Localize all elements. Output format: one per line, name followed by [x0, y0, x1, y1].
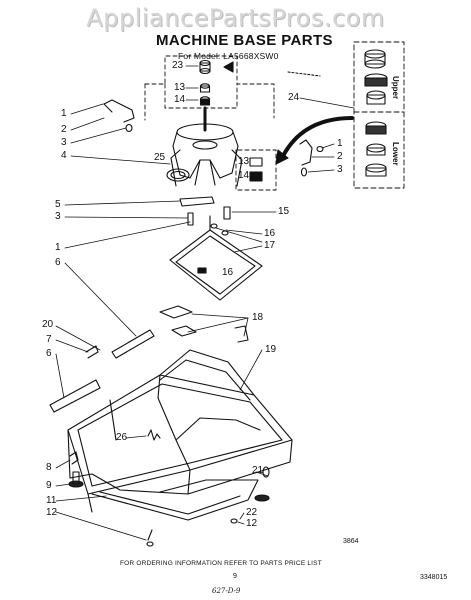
- callout-17: 17: [264, 240, 276, 251]
- seal-ring-part: [166, 168, 190, 182]
- callout-16-a: 16: [264, 228, 276, 239]
- strap-part: [179, 196, 231, 226]
- diagram-title: MACHINE BASE PARTS: [156, 32, 333, 49]
- callout-23: 23: [172, 60, 184, 71]
- left-bracket-part: [103, 99, 135, 133]
- catalog-part-number: 3348015: [420, 574, 448, 581]
- callout-24: 24: [288, 92, 300, 103]
- callout-3-b: 3: [337, 164, 343, 175]
- ordering-footer: FOR ORDERING INFORMATION REFER TO PARTS …: [120, 560, 322, 567]
- seal-inset-box: [235, 149, 277, 191]
- base-strap-upper: [49, 329, 155, 413]
- callout-19: 19: [265, 344, 277, 355]
- kit-pointer-arrow: [275, 116, 354, 165]
- callout-16-b: 16: [222, 267, 234, 278]
- callout-2-a: 2: [61, 124, 67, 135]
- callout-18: 18: [252, 312, 264, 323]
- callout-6-a: 6: [55, 257, 61, 268]
- callout-3-a: 3: [61, 137, 67, 148]
- leveling-leg-part: [68, 451, 270, 502]
- direction-arrow: [223, 61, 321, 77]
- kit-upper-label: Upper: [391, 76, 400, 100]
- base-frame-part: [67, 349, 293, 513]
- seal-kit-box: [353, 41, 405, 189]
- callout-21: 21: [252, 465, 264, 476]
- callout-3-c: 3: [55, 211, 61, 222]
- leader-lines: [55, 65, 355, 541]
- page-number: 9: [233, 573, 237, 580]
- callout-14-upper: 14: [174, 94, 186, 105]
- callout-2-b: 2: [337, 151, 343, 162]
- callout-7: 7: [46, 334, 52, 345]
- callout-1-c: 1: [55, 242, 61, 253]
- callout-14-lower: 14: [238, 170, 250, 181]
- clip-part-26: [147, 429, 161, 441]
- callout-25: 25: [154, 152, 166, 163]
- hub-inset-box: [144, 55, 275, 121]
- callout-12-b: 12: [246, 518, 258, 529]
- pump-bracket-part: [169, 215, 263, 301]
- nut-stack-part: [199, 59, 211, 106]
- callout-1-a: 1: [61, 108, 67, 119]
- callout-4: 4: [61, 150, 67, 161]
- right-bracket-part: [299, 139, 324, 177]
- callout-11: 11: [46, 495, 57, 506]
- callout-9: 9: [46, 480, 52, 491]
- diagram-code: 3864: [343, 538, 359, 545]
- bottom-panel-part: [91, 466, 270, 547]
- upper-crossbar-part: [159, 305, 249, 343]
- watermark: AppliancePartsPros.com: [86, 4, 385, 32]
- callout-15: 15: [278, 206, 290, 217]
- diagram-subtitle: For Model: LA5668XSW0: [178, 51, 279, 61]
- callout-8: 8: [46, 462, 52, 473]
- callout-12-a: 12: [46, 507, 58, 518]
- handwritten-note: 627-D-9: [212, 587, 241, 595]
- kit-lower-label: Lower: [391, 142, 400, 166]
- callout-13-upper: 13: [174, 82, 186, 93]
- bearing-part: [249, 157, 263, 182]
- callout-26: 26: [116, 432, 128, 443]
- callout-6-b: 6: [46, 348, 52, 359]
- callout-5: 5: [55, 199, 61, 210]
- callout-13-lower: 13: [238, 156, 250, 167]
- callout-22: 22: [246, 507, 258, 518]
- transmission-spider-part: [170, 106, 243, 187]
- callout-1-b: 1: [337, 138, 343, 149]
- callout-20: 20: [42, 319, 54, 330]
